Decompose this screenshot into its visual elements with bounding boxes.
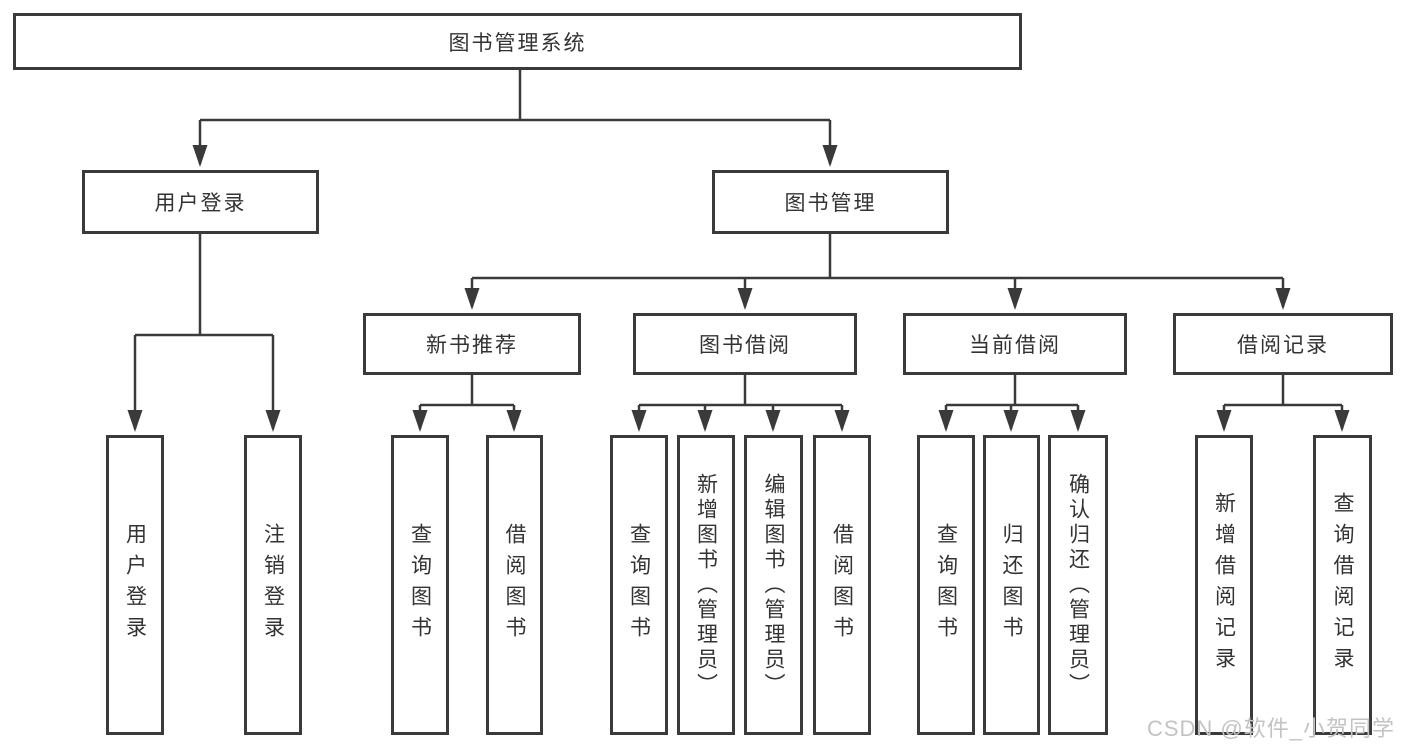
leaf-current-query-books: 查询图书: [917, 435, 975, 735]
leaf-records-add-record: 新增借阅记录: [1195, 435, 1253, 735]
node-borrowing-records-label: 借阅记录: [1237, 334, 1329, 357]
leaf-current-confirm-return-admin: 确认归还（管理员）: [1048, 435, 1108, 735]
connector-records-fork: [1224, 375, 1342, 407]
node-book-management: 图书管理: [712, 170, 949, 234]
node-book-borrowing-label: 图书借阅: [699, 334, 791, 357]
leaf-borrow-borrow-books-label: 借阅图书: [830, 523, 854, 647]
connector-user-login-fork: [135, 234, 273, 337]
watermark: CSDN @软件_小贺同学: [1146, 716, 1395, 741]
leaf-newbook-query-books: 查询图书: [391, 435, 449, 735]
leaf-logout: 注销登录: [244, 435, 302, 735]
leaf-logout-label: 注销登录: [261, 523, 285, 647]
leaf-records-query-record: 查询借阅记录: [1313, 435, 1372, 735]
leaf-borrow-edit-books-admin: 编辑图书（管理员）: [744, 435, 803, 735]
node-root-label: 图书管理系统: [448, 31, 587, 55]
node-borrowing-records: 借阅记录: [1173, 313, 1393, 375]
leaf-user-login-label: 用户登录: [123, 523, 147, 647]
node-user-login: 用户登录: [82, 170, 319, 234]
leaf-newbook-query-books-label: 查询图书: [408, 523, 432, 647]
connector-new-book-fork: [420, 375, 514, 407]
leaf-borrow-add-books-admin: 新增图书（管理员）: [677, 435, 735, 735]
leaf-borrow-query-books-label: 查询图书: [627, 523, 651, 647]
node-book-management-label: 图书管理: [784, 192, 877, 215]
node-current-borrowing: 当前借阅: [903, 313, 1127, 375]
leaf-current-confirm-return-admin-label: 确认归还（管理员）: [1066, 472, 1090, 698]
connector-current-borrow-fork: [946, 375, 1078, 407]
leaf-newbook-borrow-books-label: 借阅图书: [503, 523, 526, 647]
node-new-book-recommend-label: 新书推荐: [426, 334, 518, 357]
connector-book-management-fork: [472, 234, 1283, 280]
connector-root-fork: [200, 69, 830, 122]
leaf-current-query-books-label: 查询图书: [934, 523, 958, 647]
node-book-borrowing: 图书借阅: [633, 313, 857, 375]
leaf-borrow-add-books-admin-label: 新增图书（管理员）: [694, 472, 718, 698]
node-root-system: 图书管理系统: [13, 13, 1022, 70]
node-user-login-label: 用户登录: [154, 192, 247, 215]
leaf-current-return-books: 归还图书: [983, 435, 1040, 735]
leaf-records-add-record-label: 新增借阅记录: [1212, 492, 1236, 678]
leaf-borrow-edit-books-admin-label: 编辑图书（管理员）: [762, 472, 785, 698]
connector-book-borrow-fork: [639, 375, 842, 407]
leaf-newbook-borrow-books: 借阅图书: [486, 435, 543, 735]
leaf-user-login: 用户登录: [106, 435, 164, 735]
node-new-book-recommend: 新书推荐: [363, 313, 581, 375]
leaf-borrow-borrow-books: 借阅图书: [813, 435, 871, 735]
node-current-borrowing-label: 当前借阅: [969, 334, 1061, 357]
leaf-current-return-books-label: 归还图书: [1000, 523, 1023, 647]
leaf-borrow-query-books: 查询图书: [610, 435, 668, 735]
leaf-records-query-record-label: 查询借阅记录: [1331, 492, 1354, 678]
